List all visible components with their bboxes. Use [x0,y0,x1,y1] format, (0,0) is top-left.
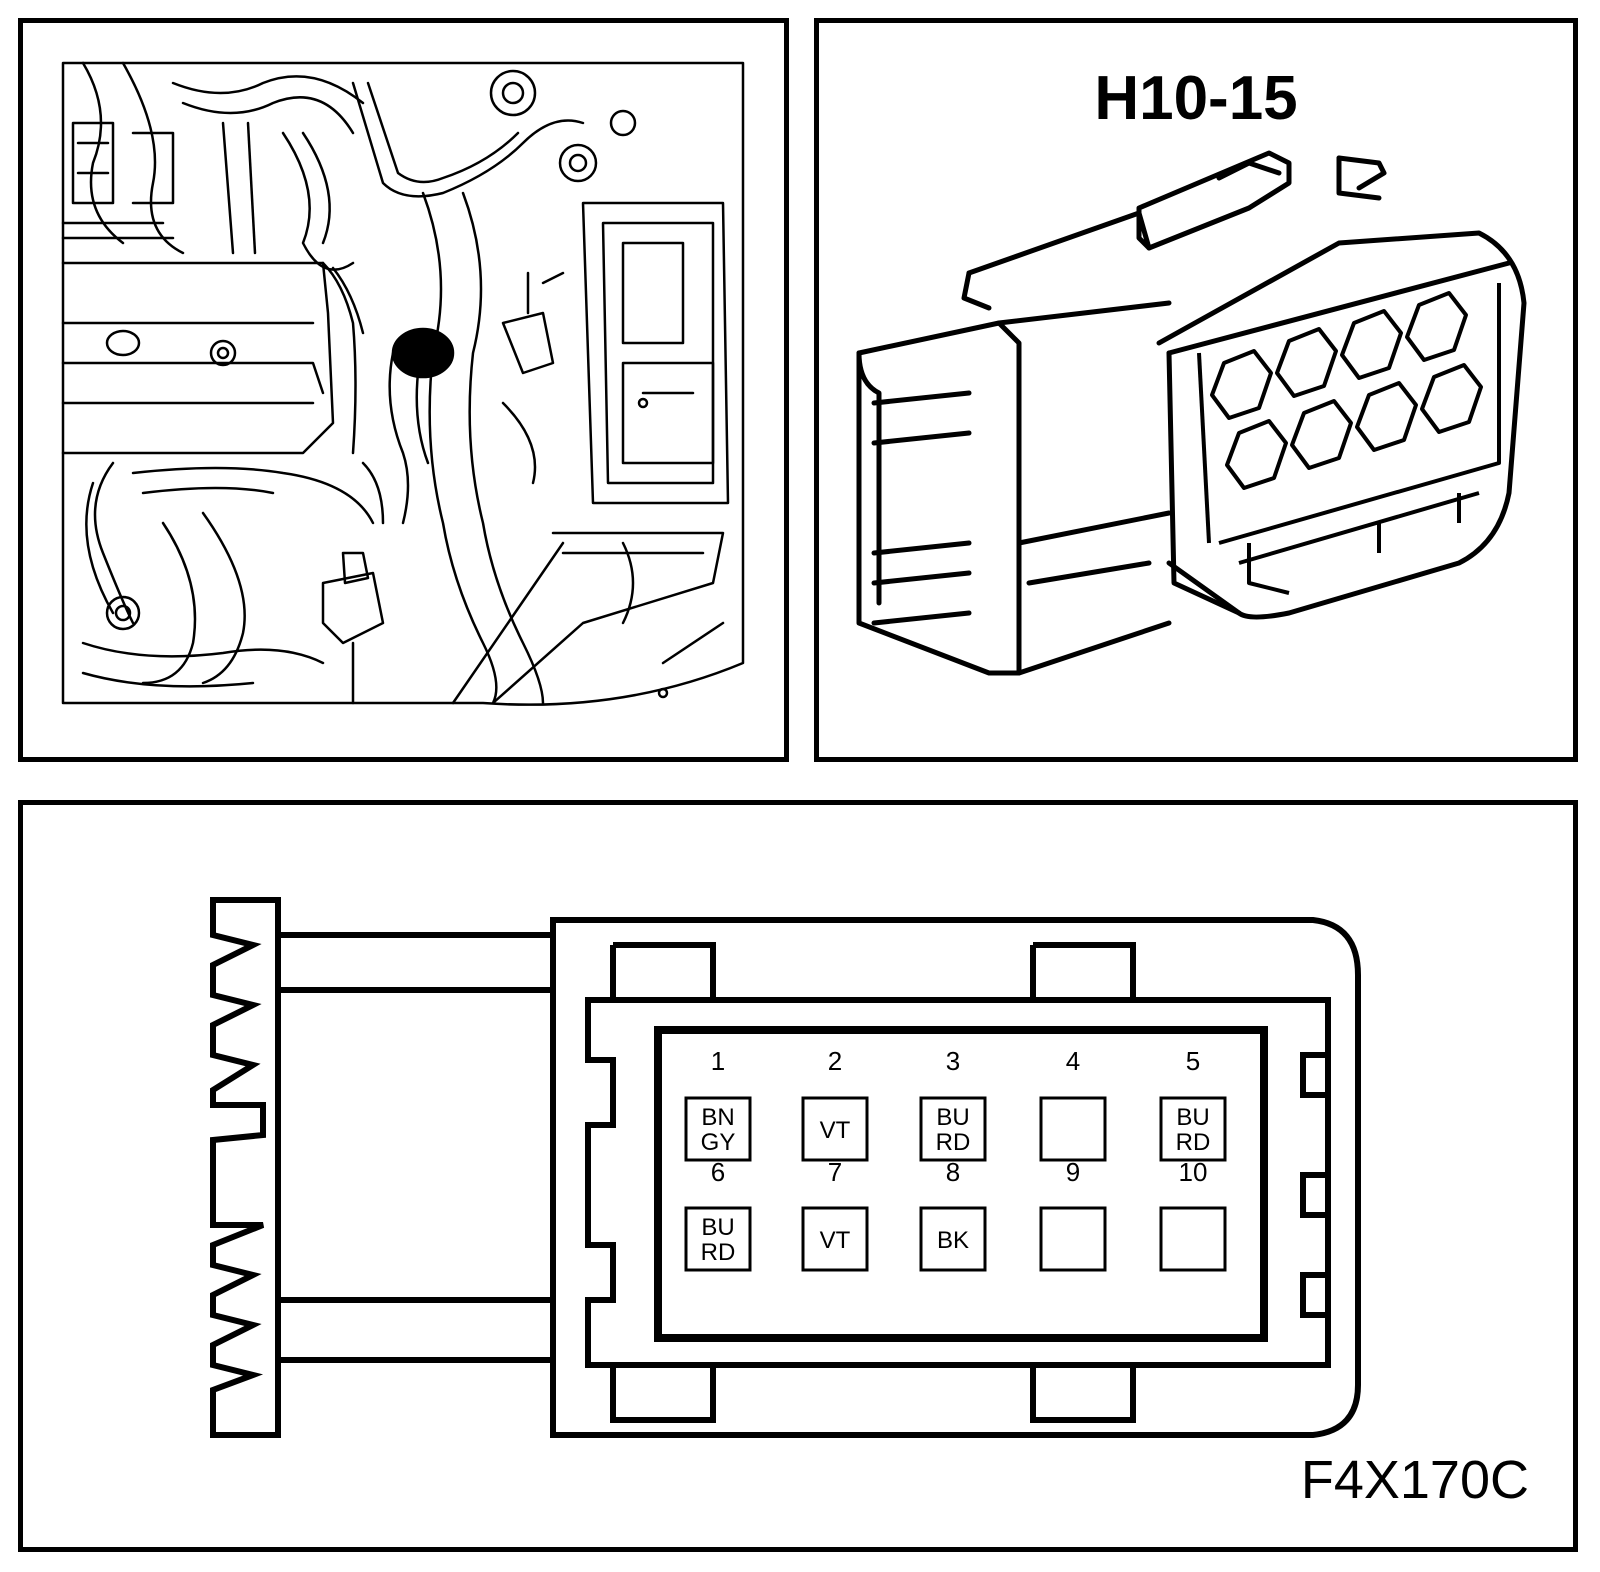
pin-cell [684,1096,752,1162]
pin-10: 10 [1159,1157,1227,1272]
pin-number: 4 [1066,1046,1080,1076]
wire-color-line2: RD [701,1239,736,1266]
pin-2: 2VT [801,1046,869,1162]
wire-color-line2: RD [1176,1129,1211,1156]
pin-number: 6 [711,1157,725,1187]
connector-3d-drawing [856,150,1527,676]
pin-8: 8BK [919,1157,987,1272]
pin-number: 9 [1066,1157,1080,1187]
wire-color-line1: BN [701,1104,734,1131]
pin-cell [919,1096,987,1162]
wire-color: VT [820,1117,851,1144]
pin-cell [801,1206,869,1272]
pin-number: 2 [828,1046,842,1076]
pin-cell [1159,1096,1227,1162]
wire-color-line1: BU [701,1214,734,1241]
pin-number: 5 [1186,1046,1200,1076]
wire-color-line1: BU [1176,1104,1209,1131]
pin-cell [1039,1206,1107,1272]
connector-3d-view: H10-15 [814,18,1578,762]
pin-number: 10 [1179,1157,1208,1187]
pin-4: 4 [1039,1046,1107,1162]
pin-cell [1039,1096,1107,1162]
pin-number: 3 [946,1046,960,1076]
figure-code-label: F4X170C [1300,1450,1529,1510]
connector-id-label: H10-15 [1094,64,1298,133]
pin-cell [684,1206,752,1272]
pin-cell [1159,1206,1227,1272]
pin-9: 9 [1039,1157,1107,1272]
wire-color: VT [820,1227,851,1254]
pin-cell [801,1096,869,1162]
engine-bay-illustration [18,18,789,762]
pin-cell [919,1206,987,1272]
pin-number: 8 [946,1157,960,1187]
wire-color-line1: BU [936,1104,969,1131]
pin-7: 7VT [801,1157,869,1272]
pin-number: 7 [828,1157,842,1187]
wire-color-line2: RD [936,1129,971,1156]
pin-number: 1 [711,1046,725,1076]
wire-color: BK [937,1227,969,1254]
engine-bay-drawing [61,61,745,706]
wire-color-line2: GY [701,1129,736,1156]
